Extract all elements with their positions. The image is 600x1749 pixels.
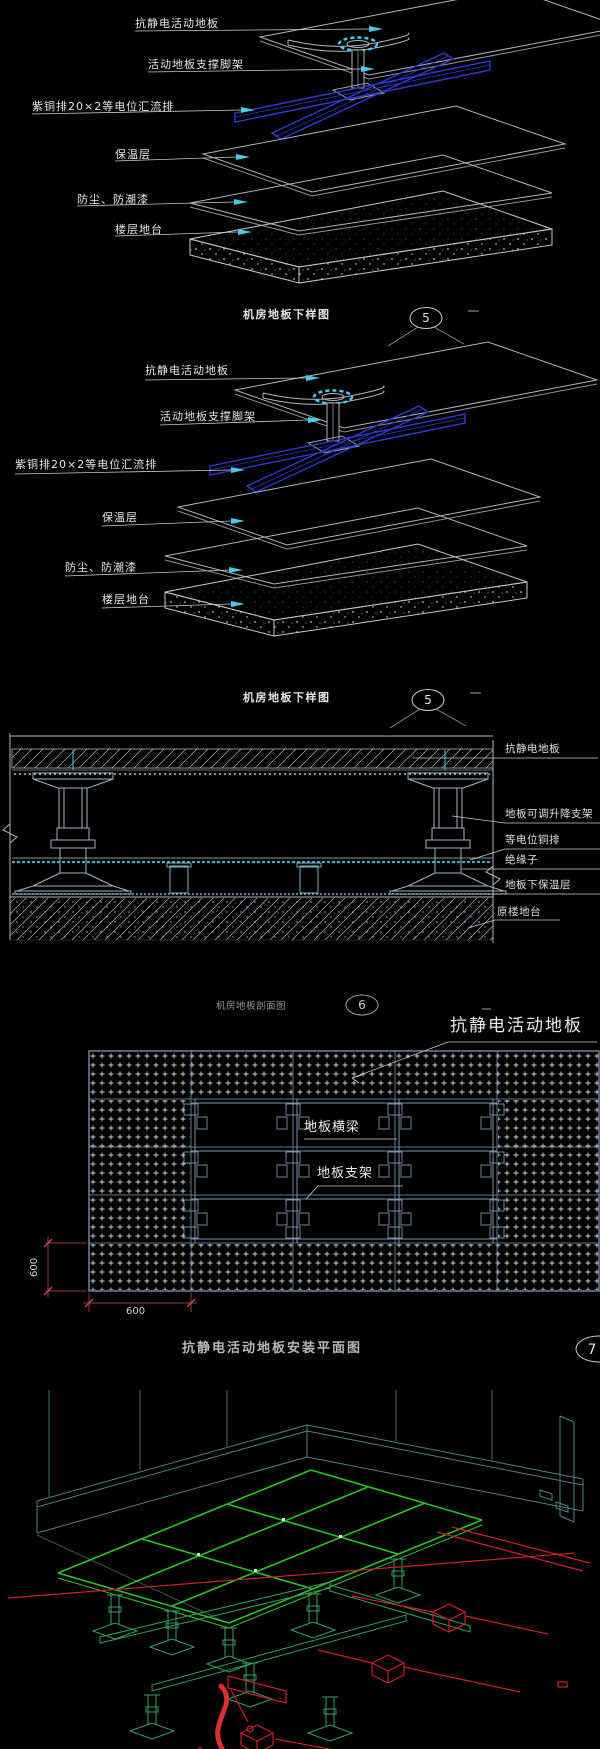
pedestal-brackets (183, 1103, 505, 1239)
label-floor-pedestal: 活动地板支撑脚架 (148, 58, 244, 71)
label-antistatic-floor: 抗静电活动地板 (145, 364, 229, 377)
flex-conduit (215, 1683, 230, 1749)
caption-detail-mid: 5 (389, 689, 481, 729)
caption-plan-title: 抗静电活动地板安装平面图 (182, 1341, 363, 1356)
label-insulation-layer: 保温层 (115, 148, 151, 161)
exploded-view-mid-drawing (14, 340, 599, 638)
exploded-view-top-drawing (31, 0, 600, 285)
label-dustproof-paint: 防尘、防潮漆 (65, 561, 137, 574)
label-floor-platform: 楼层地台 (102, 593, 150, 606)
floor-grid (57, 1469, 483, 1624)
leader-arrows (234, 26, 383, 235)
plan-view-drawing: 600 600 (29, 1041, 600, 1317)
caption-detail-title: 机房地板下样图 (243, 691, 331, 704)
dim-text-vertical: 600 (29, 1258, 40, 1277)
dim-text-horizontal: 600 (126, 1306, 145, 1317)
label-original-slab: 原楼地台 (497, 906, 541, 918)
label-equipotential-bar: 等电位铜排 (505, 834, 560, 846)
caption-detail-top: 5 (387, 307, 479, 347)
label-adjustable-support: 地板可调升降支架 (505, 808, 593, 820)
label-floor-platform: 楼层地台 (115, 223, 163, 236)
caption-section-title: 机房地板剖面图 (216, 1001, 287, 1012)
underfloor-cabling (7, 1526, 591, 1749)
section-view-drawing (2, 733, 600, 943)
label-underfloor-insulation: 地板下保温层 (505, 879, 571, 891)
label-insulation-layer: 保温层 (102, 511, 138, 524)
label-insulator: 绝缘子 (505, 854, 538, 866)
label-copper-busbar: 紫铜排20×2等电位汇流排 (15, 458, 158, 471)
label-antistatic-floor: 抗静电活动地板 (135, 17, 219, 30)
wall-studs (48, 1390, 493, 1498)
label-floor-beam: 地板横梁 (304, 1120, 361, 1135)
label-floor-pedestal: 活动地板支撑脚架 (160, 410, 256, 423)
caption-plan: 7 (575, 1335, 600, 1363)
caption-number: 5 (422, 311, 430, 325)
dimension-lines (46, 1237, 197, 1312)
floor-pedestals (91, 1558, 422, 1742)
label-floor-support: 地板支架 (317, 1166, 374, 1181)
caption-detail-title: 机房地板下样图 (243, 308, 331, 321)
caption-number: 5 (424, 693, 432, 707)
label-antistatic-floor-plan: 抗静电活动地板 (450, 1016, 583, 1036)
leader-arrows (229, 375, 322, 607)
caption-number: 7 (588, 1342, 597, 1358)
label-antistatic-panel: 抗静电地板 (505, 743, 560, 755)
caption-section: 6 (345, 994, 491, 1016)
caption-number: 6 (358, 998, 366, 1012)
label-dustproof-paint: 防尘、防潮漆 (77, 193, 149, 206)
label-copper-busbar: 紫铜排20×2等电位汇流排 (32, 100, 175, 113)
iso-3d-view-drawing (7, 1390, 591, 1749)
